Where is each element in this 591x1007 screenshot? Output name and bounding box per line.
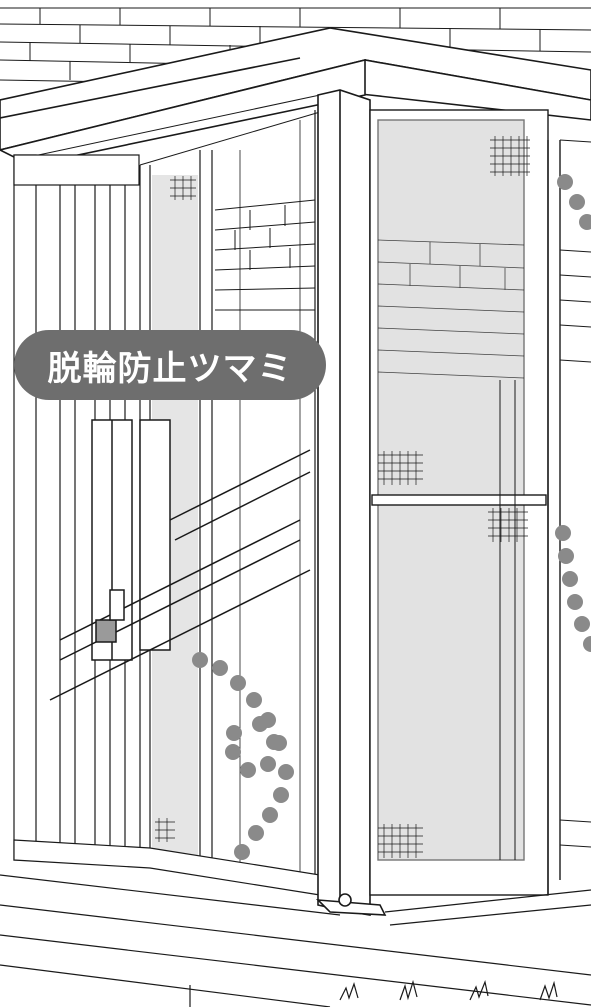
right-side-wall <box>559 139 591 848</box>
anti-derailment-knob-label: 脱輪防止ツマミ <box>14 330 326 400</box>
corner-post <box>315 89 387 916</box>
motion-dots <box>192 174 591 860</box>
deck-floor <box>0 874 591 1007</box>
left-side-enclosure <box>13 110 321 896</box>
left-brick-wall <box>214 199 316 311</box>
detail-inset <box>49 419 311 701</box>
front-screen-panel <box>369 109 561 896</box>
mesh-patches <box>155 136 530 858</box>
roof-frame <box>0 27 591 166</box>
